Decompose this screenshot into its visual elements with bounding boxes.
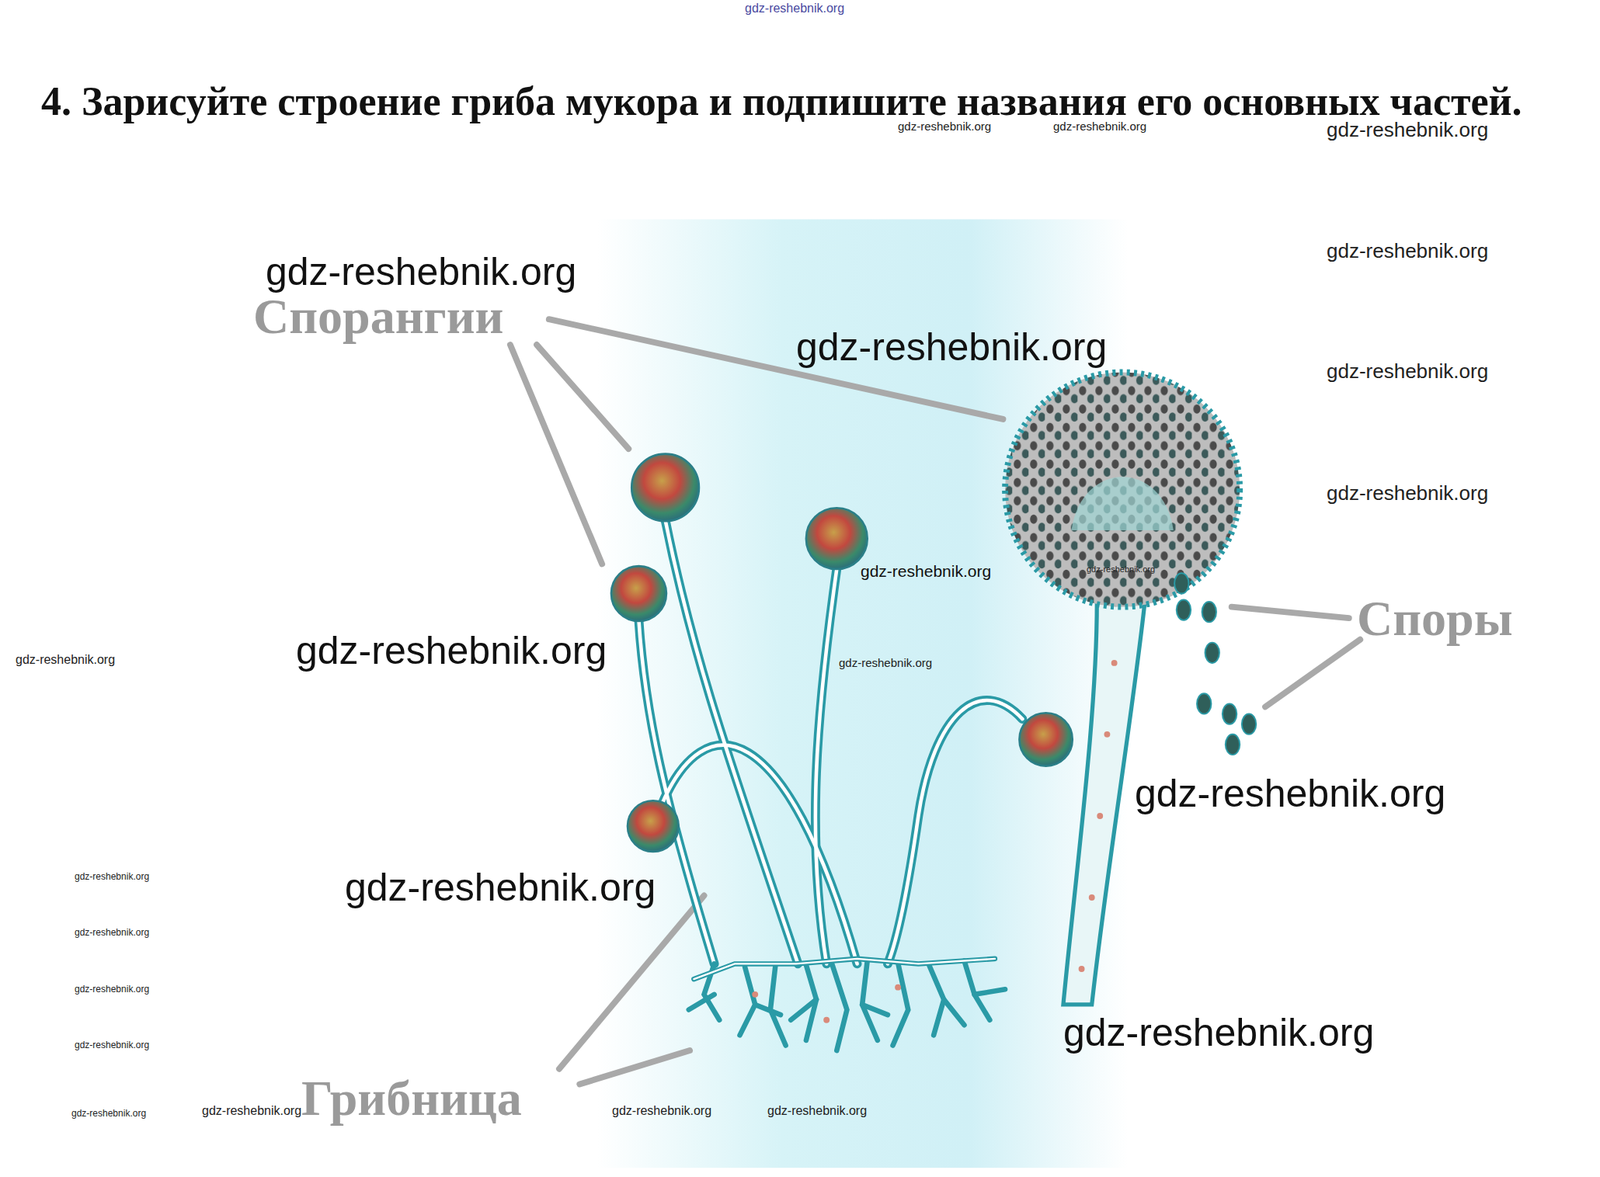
watermark: gdz-reshebnik.org — [1326, 240, 1489, 263]
watermark: gdz-reshebnik.org — [201, 1104, 302, 1119]
watermark: gdz-reshebnik.org — [1053, 120, 1147, 134]
watermark: gdz-reshebnik.org — [74, 928, 150, 939]
watermark: gdz-reshebnik.org — [295, 629, 607, 673]
part-label: Споры — [1356, 591, 1514, 647]
part-label: Грибница — [301, 1071, 522, 1127]
watermark: gdz-reshebnik.org — [796, 326, 1107, 369]
watermark: gdz-reshebnik.org — [265, 250, 577, 294]
watermark: gdz-reshebnik.org — [1134, 772, 1446, 816]
watermark: gdz-reshebnik.org — [1326, 482, 1489, 505]
watermark: gdz-reshebnik.org — [344, 866, 656, 910]
watermark: gdz-reshebnik.org — [744, 1, 845, 16]
watermark: gdz-reshebnik.org — [74, 984, 150, 995]
watermark: gdz-reshebnik.org — [1326, 360, 1489, 383]
watermark: gdz-reshebnik.org — [1086, 564, 1155, 574]
watermark: gdz-reshebnik.org — [860, 562, 992, 581]
part-label: Спорангии — [253, 289, 504, 345]
watermark: gdz-reshebnik.org — [74, 1040, 150, 1051]
watermark: gdz-reshebnik.org — [1063, 1012, 1374, 1055]
watermark: gdz-reshebnik.org — [74, 872, 150, 883]
watermark: gdz-reshebnik.org — [767, 1104, 867, 1119]
watermark: gdz-reshebnik.org — [612, 1104, 712, 1119]
watermark: gdz-reshebnik.org — [1326, 118, 1489, 142]
label: gdz-reshebnik.org — [15, 653, 115, 668]
watermark: gdz-reshebnik.org — [838, 657, 933, 671]
watermark: gdz-reshebnik.org — [897, 120, 992, 134]
watermark: gdz-reshebnik.org — [71, 1109, 147, 1120]
